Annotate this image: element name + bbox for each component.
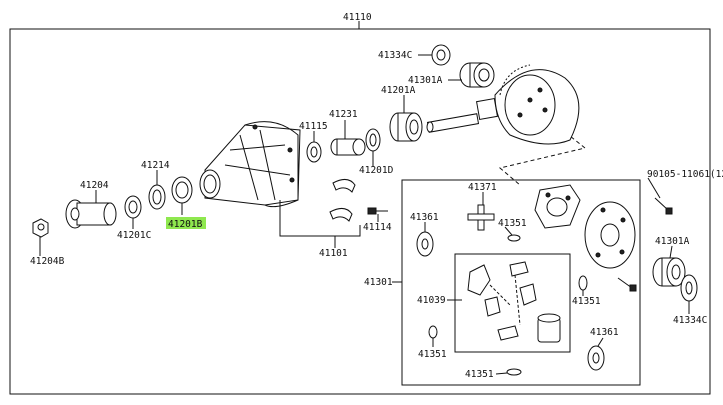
part-41114-bolt[interactable] bbox=[367, 207, 388, 215]
label-41201b[interactable]: 41201B bbox=[168, 219, 203, 230]
label-41301: 41301 bbox=[364, 277, 393, 288]
part-differential-carrier[interactable] bbox=[199, 121, 301, 208]
label-41039: 41039 bbox=[417, 295, 446, 306]
highlight-41201b bbox=[166, 217, 206, 229]
part-41301a-bearing-top[interactable] bbox=[459, 62, 495, 88]
label-41115: 41115 bbox=[299, 121, 328, 132]
part-41115-seal[interactable] bbox=[306, 141, 322, 163]
part-41201d-washer[interactable] bbox=[365, 128, 381, 152]
part-41231-spacer[interactable] bbox=[330, 138, 366, 156]
part-41214-washer[interactable] bbox=[148, 184, 166, 210]
part-41334c-washer-right[interactable] bbox=[680, 274, 698, 302]
part-ring-gear-pinion[interactable] bbox=[426, 64, 580, 145]
part-41201c-seal[interactable] bbox=[124, 195, 142, 219]
part-41201b-bearing[interactable] bbox=[171, 176, 193, 204]
label-41334c-top: 41334C bbox=[378, 50, 412, 61]
label-41101: 41101 bbox=[319, 248, 348, 259]
label-41361-top: 41361 bbox=[410, 212, 439, 223]
label-41351-c: 41351 bbox=[418, 349, 447, 360]
label-41231: 41231 bbox=[329, 109, 358, 120]
pinion-gear-box bbox=[454, 253, 571, 353]
part-41101-bearing-cap[interactable] bbox=[329, 179, 356, 222]
label-41301a-top: 41301A bbox=[408, 75, 443, 86]
part-41334c-washer-top[interactable] bbox=[431, 44, 451, 66]
part-90105-bolt-bottom[interactable] bbox=[617, 277, 637, 292]
part-differential-case[interactable] bbox=[534, 184, 636, 269]
part-41351-washer-d[interactable] bbox=[506, 368, 522, 376]
label-41301a-right: 41301A bbox=[655, 236, 690, 247]
part-41361-washer-bottom[interactable] bbox=[587, 345, 605, 371]
label-41114: 41114 bbox=[363, 222, 392, 233]
label-41201c: 41201C bbox=[117, 230, 151, 241]
part-41201a-bearing[interactable] bbox=[389, 112, 423, 142]
label-41351-d: 41351 bbox=[465, 369, 494, 380]
assembly-frame bbox=[9, 28, 711, 395]
label-41214: 41214 bbox=[141, 160, 170, 171]
part-41351-washer-a[interactable] bbox=[507, 234, 521, 242]
part-41371-pinion-shaft[interactable] bbox=[467, 204, 495, 231]
part-41204-flange[interactable] bbox=[65, 199, 117, 229]
label-41201d: 41201D bbox=[359, 165, 394, 176]
dashed-leader bbox=[498, 127, 587, 186]
part-41351-washer-b[interactable] bbox=[578, 275, 588, 291]
part-41039-pinion-gears[interactable] bbox=[467, 261, 561, 343]
assembly-number-label: 41110 bbox=[343, 12, 372, 23]
label-41351-b: 41351 bbox=[572, 296, 601, 307]
part-90105-bolt-top[interactable] bbox=[654, 197, 673, 215]
label-41351-a: 41351 bbox=[498, 218, 527, 229]
label-41334c-right: 41334C bbox=[673, 315, 707, 326]
label-41204b: 41204B bbox=[30, 256, 65, 267]
part-41351-washer-c[interactable] bbox=[428, 325, 438, 339]
label-41201a: 41201A bbox=[381, 85, 416, 96]
label-41204: 41204 bbox=[80, 180, 109, 191]
label-41361-bottom: 41361 bbox=[590, 327, 619, 338]
label-90105: 90105-11061(12) bbox=[647, 169, 723, 180]
label-41371: 41371 bbox=[468, 182, 497, 193]
part-41301a-bearing-right[interactable] bbox=[652, 257, 686, 287]
part-41204b-nut[interactable] bbox=[32, 218, 49, 238]
part-41361-washer-top[interactable] bbox=[416, 231, 434, 257]
